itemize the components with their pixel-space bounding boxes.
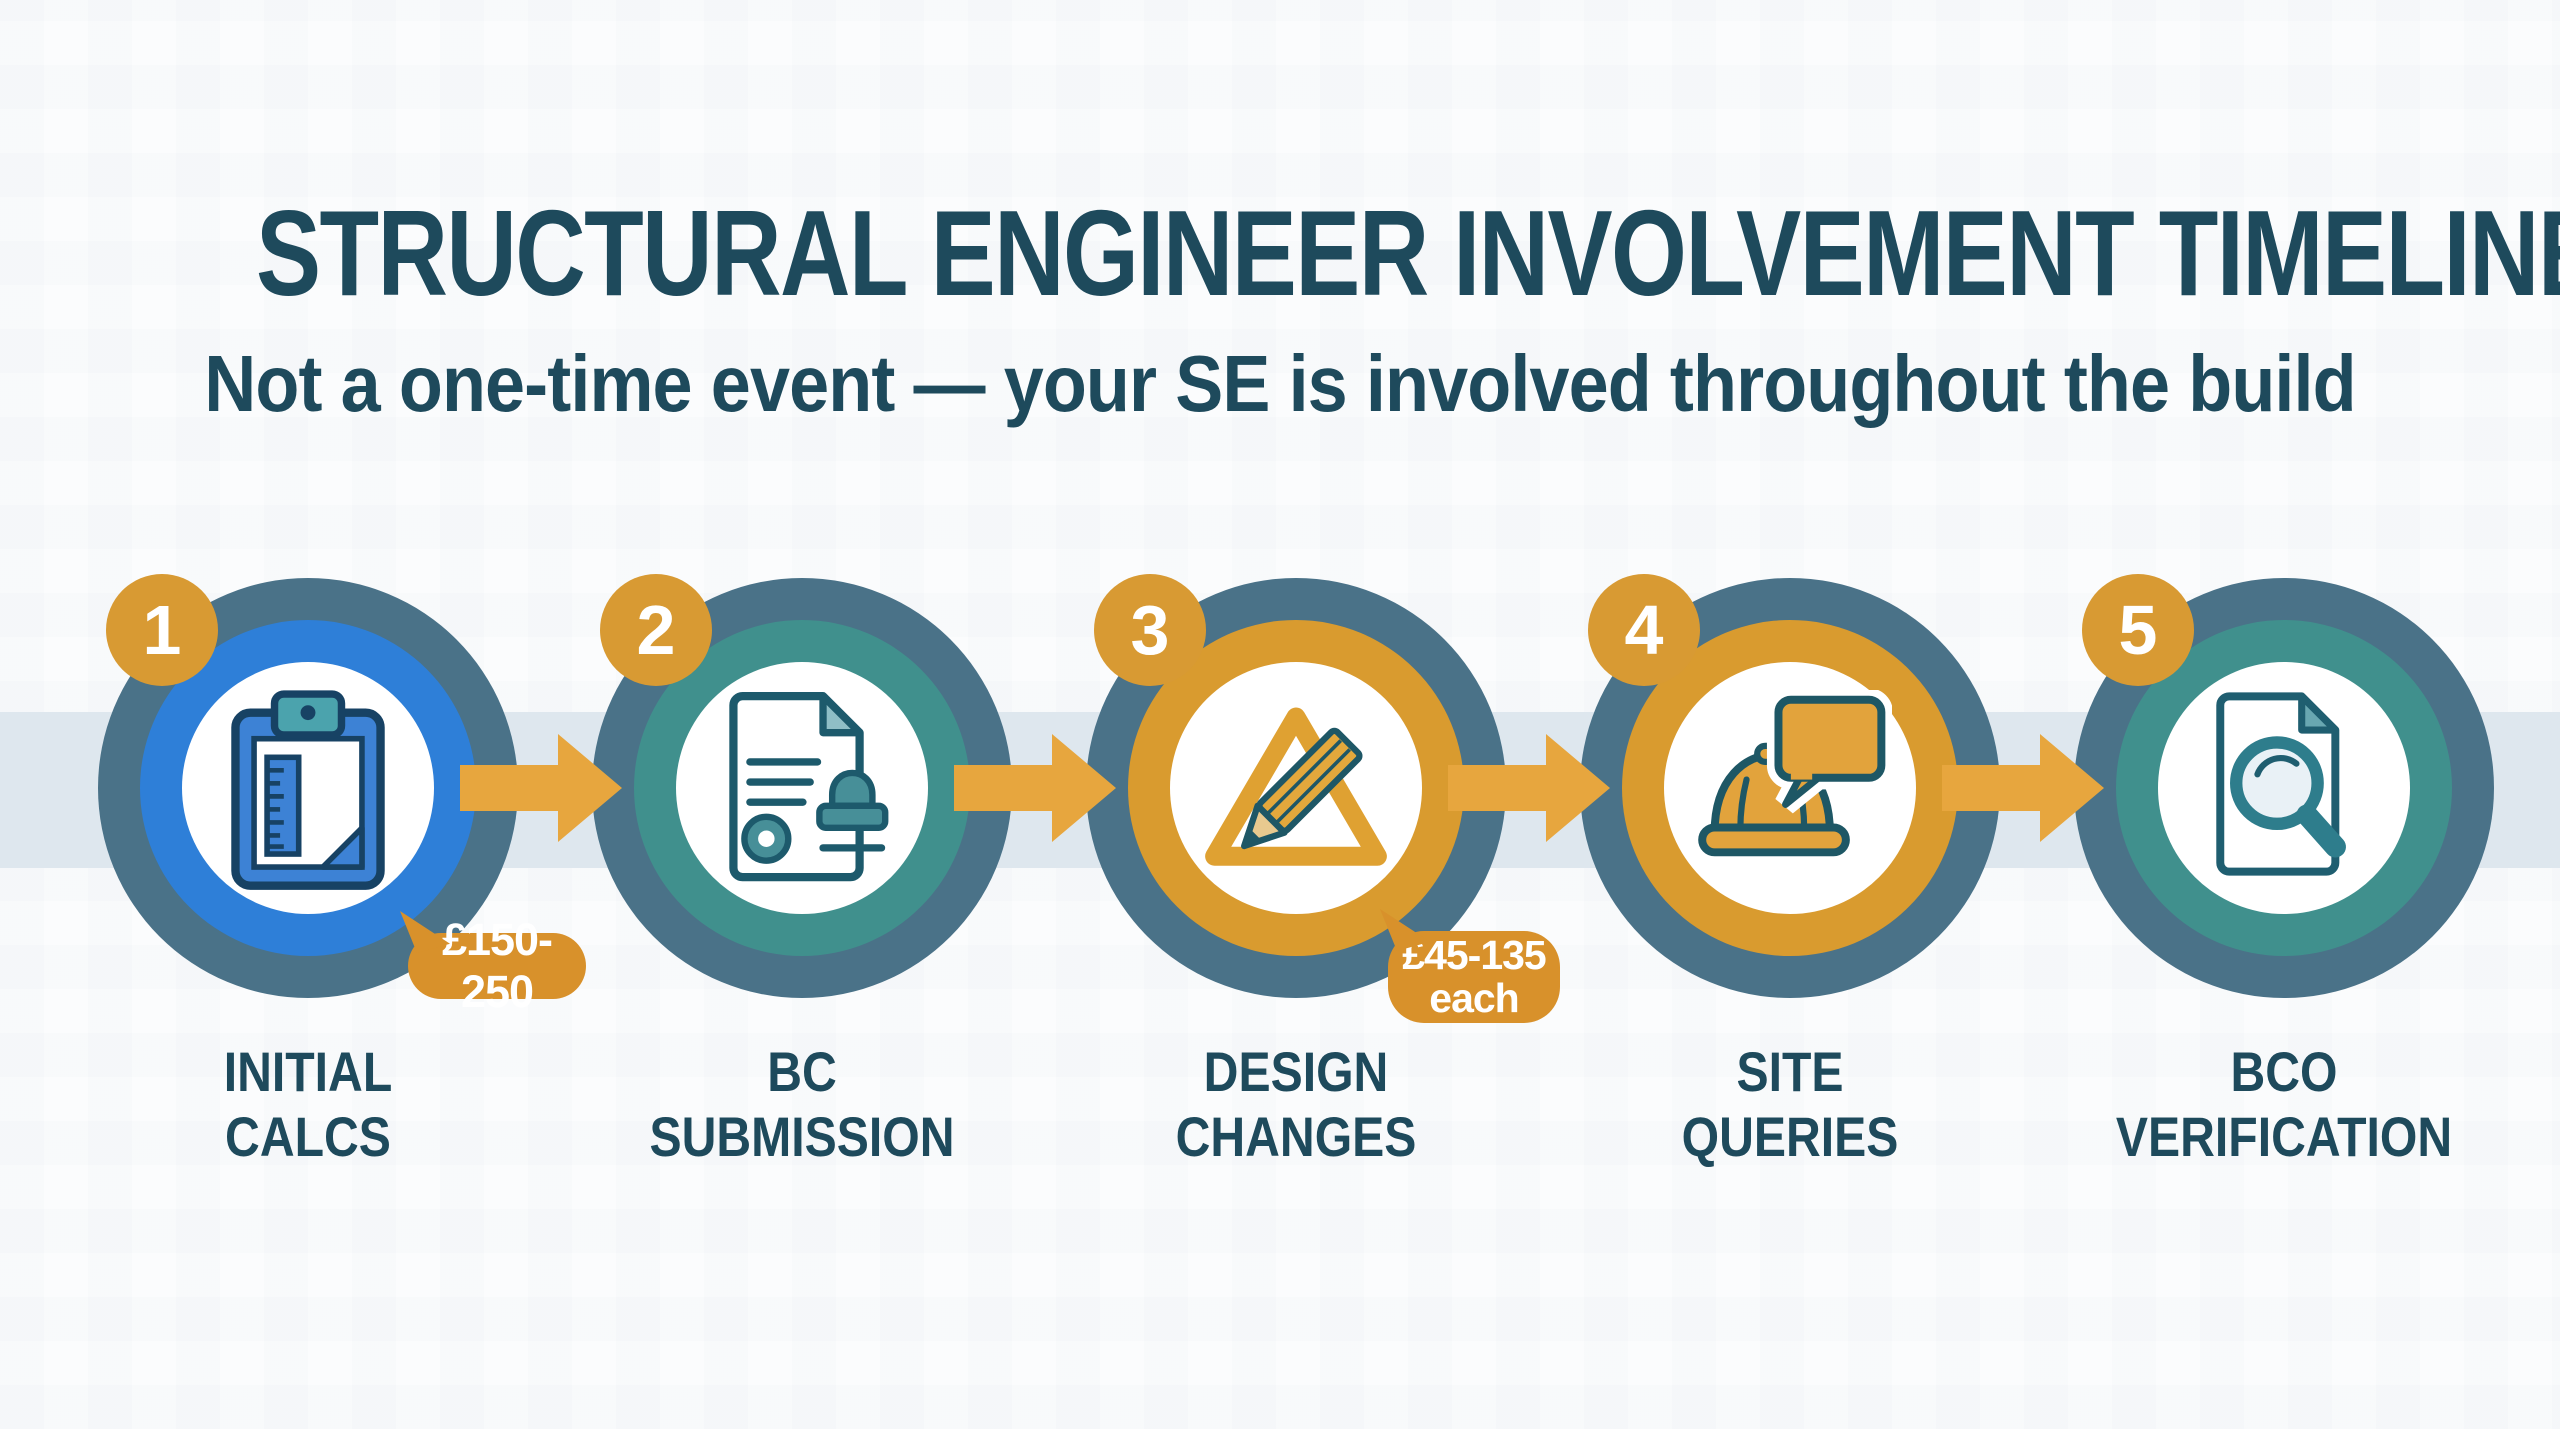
step-1-inner-ring [140,620,476,956]
step-4-icon-disc [1664,662,1916,914]
step-4-inner-ring [1622,620,1958,956]
page-subtitle: Not a one-time event — your SE is involv… [204,339,2356,428]
price-badge-design-changes: £45-135 each [1380,909,1560,1023]
clipboard-ruler-icon [231,690,385,890]
step-3-outer-ring [1086,578,1506,998]
step-1-icon-disc [182,662,434,914]
step-1-number-badge: 1 [106,574,218,686]
arrow-right-icon-3 [1448,734,1610,842]
price-badge-initial-calcs: £150-250 [400,911,586,1017]
step-5-bco-verification: 5 [2074,574,2494,998]
document-magnifier-icon [2216,692,2346,876]
step-3-label: DESIGN CHANGES [1175,1040,1417,1168]
step-2-inner-ring [634,620,970,956]
hardhat-speech-icon [1698,690,1892,857]
arrow-right-icon-1 [460,734,622,842]
step-3-number: 3 [1130,591,1170,669]
triangle-pencil-icon [1205,707,1387,866]
step-5-inner-ring [2116,620,2452,956]
step-2-number-badge: 2 [600,574,712,686]
step-5-label: BCO VERIFICATION [2115,1040,2453,1168]
step-4-number: 4 [1624,591,1664,669]
price-text: £150-250 [441,914,553,1017]
step-3-inner-ring [1128,620,1464,956]
page-title: STRUCTURAL ENGINEER INVOLVEMENT TIMELINE [256,185,2560,321]
step-4-number-badge: 4 [1588,574,1700,686]
step-2-bc-submission: 2 [592,574,1012,998]
arrow-right-icon-4 [1942,734,2104,842]
step-3-number-badge: 3 [1094,574,1206,686]
arrow-right-icon-2 [954,734,1116,842]
document-stamp-icon [729,691,889,882]
step-5-number-badge: 5 [2082,574,2194,686]
step-1-initial-calcs: 1 [98,574,518,998]
step-5-icon-disc [2158,662,2410,914]
step-3-design-changes: 3 [1086,574,1506,998]
price-text-line2: each [1429,975,1519,1021]
step-2-number: 2 [636,591,676,669]
step-1-label: INITIAL CALCS [223,1040,393,1168]
step-3-icon-disc [1170,662,1422,914]
step-2-label: BC SUBMISSION [649,1040,955,1168]
step-4-label: SITE QUERIES [1681,1040,1899,1168]
step-2-icon-disc [676,662,928,914]
step-1-number: 1 [142,591,182,669]
step-4-site-queries: 4 [1580,574,2000,998]
step-5-number: 5 [2118,591,2158,669]
